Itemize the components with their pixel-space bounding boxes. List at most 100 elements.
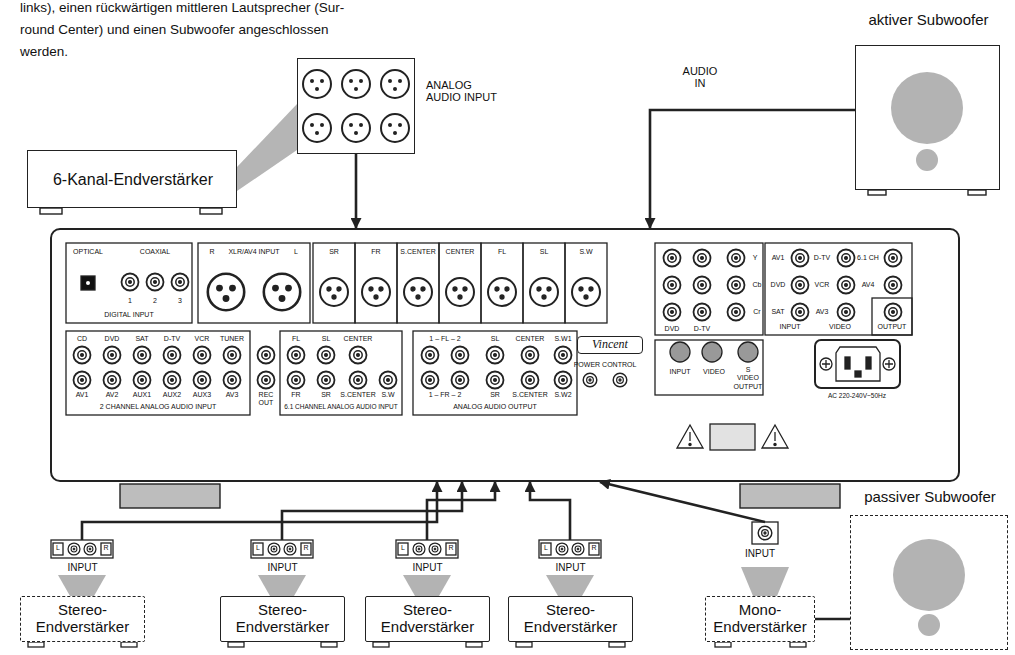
rear-panel-graphic bbox=[738, 342, 758, 362]
rear-panel-graphic bbox=[446, 278, 474, 306]
amp-feet bbox=[466, 642, 482, 647]
connector-label: CD bbox=[77, 335, 87, 343]
connector-label: S.CENTER bbox=[512, 391, 547, 399]
panel-feet bbox=[740, 484, 840, 508]
rear-panel-graphic bbox=[885, 250, 902, 267]
xlr-connector bbox=[381, 114, 409, 142]
amp-input-icon bbox=[268, 543, 280, 555]
rear-panel-graphic bbox=[224, 347, 241, 364]
rear-panel-graphic bbox=[885, 360, 893, 368]
amp-input-icon bbox=[51, 522, 789, 596]
rear-panel-graphic bbox=[530, 278, 558, 306]
rear-panel-graphic bbox=[258, 347, 275, 364]
amp-input-icon bbox=[253, 543, 263, 555]
panel-feet bbox=[120, 484, 840, 508]
rear-panel-graphic bbox=[264, 274, 300, 310]
xlr-connector bbox=[342, 114, 370, 142]
subwoofer-drawing bbox=[893, 539, 965, 611]
xlr-connector bbox=[303, 70, 331, 98]
connector-label: R bbox=[448, 544, 453, 552]
rear-panel-graphic bbox=[689, 432, 690, 441]
brand-logo: Vincent bbox=[577, 336, 643, 354]
amplifier-box: 6-Kanal-Endverstärker bbox=[27, 150, 237, 208]
device-heading: passiver Subwoofer bbox=[831, 489, 1015, 506]
amp-input-icon bbox=[58, 575, 106, 596]
rear-panel-graphic bbox=[488, 278, 516, 306]
connector-label: ANALOG AUDIO OUTPUT bbox=[453, 403, 537, 411]
amp-input-icon bbox=[51, 540, 113, 558]
connector-label: 2 bbox=[153, 297, 157, 305]
connector-label: AV1 bbox=[772, 254, 785, 262]
rear-panel-graphic bbox=[362, 278, 390, 306]
connector-label: AV3 bbox=[226, 391, 239, 399]
rear-panel-graphic bbox=[164, 347, 181, 364]
power-amplifier: INPUTStereo- Endverstärker bbox=[365, 540, 490, 648]
connector-label: Cb bbox=[753, 281, 762, 289]
connector-label: L bbox=[294, 248, 298, 256]
rear-panel-graphic bbox=[774, 432, 775, 441]
connector-label: SR bbox=[490, 391, 500, 399]
rear-panel-graphic bbox=[288, 347, 305, 364]
amp-input-icon bbox=[541, 543, 551, 555]
connector-label: S.W1 bbox=[554, 335, 571, 343]
rear-panel-graphic bbox=[555, 372, 572, 389]
amp-name: Stereo- Endverstärker bbox=[365, 596, 490, 642]
rear-panel-graphic bbox=[872, 298, 912, 335]
amp-feet bbox=[321, 642, 337, 647]
active-subwoofer: aktiver Subwoofer bbox=[855, 45, 1000, 190]
subwoofer-drawing bbox=[891, 72, 963, 144]
amp-feet bbox=[40, 208, 62, 214]
power-amplifier: INPUTStereo- Endverstärker bbox=[220, 540, 345, 648]
rear-panel-graphic bbox=[66, 243, 192, 323]
connector-label: CENTER bbox=[446, 248, 475, 256]
amp-feet bbox=[609, 642, 625, 647]
rear-panel-graphic bbox=[728, 277, 745, 294]
rear-panel-graphic bbox=[822, 360, 830, 368]
rear-panel-graphic bbox=[655, 340, 763, 395]
connector-label: 1 – FL – 2 bbox=[429, 335, 460, 343]
connector-label: L bbox=[56, 544, 60, 552]
rear-panel-graphic bbox=[194, 372, 211, 389]
connector-label: 6.1 CHANNEL ANALOG AUDIO INPUT bbox=[284, 403, 398, 410]
rear-panel-graphic bbox=[866, 357, 871, 369]
rear-panel-graphic bbox=[404, 278, 432, 306]
rear-panel-graphic bbox=[820, 358, 832, 370]
signal-cable bbox=[600, 482, 765, 522]
connector-label: SAT bbox=[135, 335, 148, 343]
rear-panel-graphic bbox=[481, 243, 523, 323]
amp-feet bbox=[228, 642, 244, 647]
subwoofer-drawing bbox=[893, 539, 965, 636]
rear-panel-graphic bbox=[670, 342, 690, 362]
rear-panel-graphic bbox=[572, 278, 600, 306]
edge-label: AUDIO IN bbox=[677, 64, 723, 90]
rear-panel-graphic bbox=[885, 304, 902, 321]
signal-cable bbox=[530, 482, 570, 540]
connector-label: CENTER bbox=[516, 335, 545, 343]
connector-label: 2 CHANNEL ANALOG AUDIO INPUT bbox=[100, 403, 216, 411]
amp-input-icon bbox=[84, 543, 96, 555]
rear-panel-graphic bbox=[320, 278, 348, 306]
connector-label: D-TV bbox=[164, 335, 180, 343]
connector-label: SR bbox=[329, 248, 339, 256]
rear-panel-graphic bbox=[413, 331, 577, 415]
connector-label: DVD bbox=[105, 335, 120, 343]
rear-panel-graphic bbox=[838, 304, 855, 321]
panel-feet bbox=[120, 484, 220, 508]
rear-panel-graphic bbox=[555, 347, 572, 364]
rear-panel-graphic bbox=[422, 347, 439, 364]
rear-panel-graphic bbox=[350, 347, 367, 364]
rear-panel-graphic bbox=[122, 274, 139, 291]
rear-panel-graphic bbox=[792, 277, 809, 294]
connector-label: AUX1 bbox=[133, 391, 151, 399]
connector-label: DVD bbox=[665, 325, 680, 333]
rear-panel-graphic bbox=[288, 372, 305, 389]
signal-cable bbox=[815, 618, 850, 621]
connector-label: VCR bbox=[815, 281, 830, 289]
rear-panel-graphic bbox=[613, 373, 627, 387]
amp-name: Stereo- Endverstärker bbox=[20, 596, 145, 642]
rear-panel-graphic bbox=[74, 347, 91, 364]
amp-input-icon bbox=[301, 543, 311, 555]
